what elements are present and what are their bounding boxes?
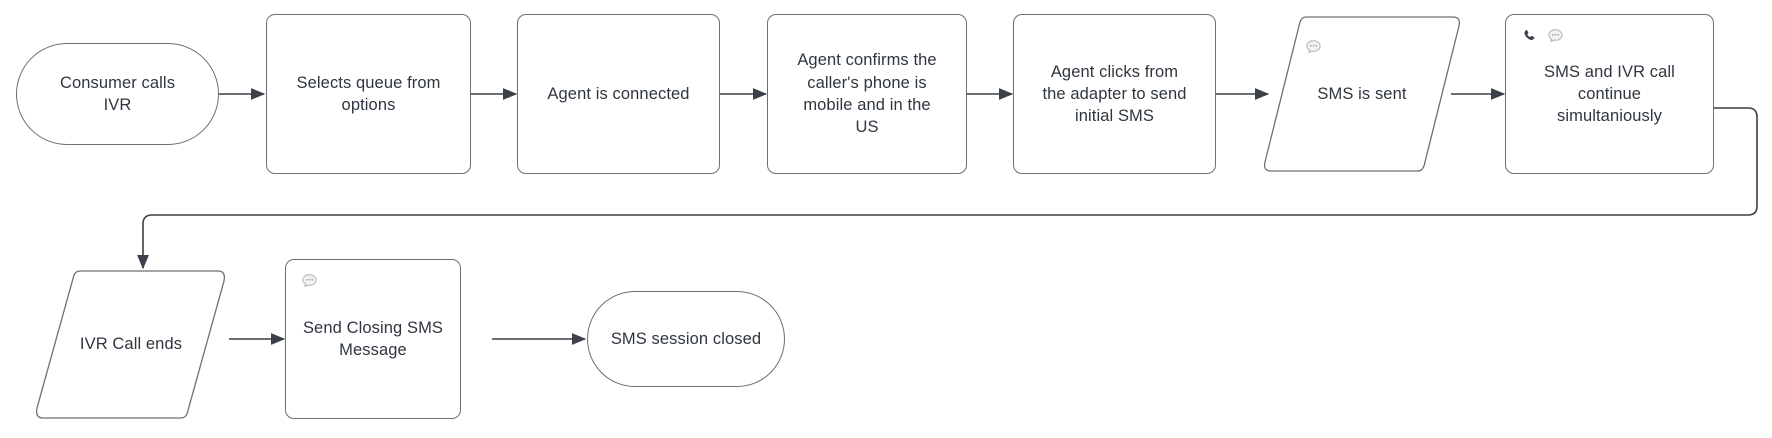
node-sms-session-closed[interactable]: SMS session closed	[587, 291, 785, 387]
node-sms-is-sent[interactable]: SMS is sent	[1262, 14, 1462, 174]
node-label: Consumer calls IVR	[59, 73, 176, 114]
node-label: Selects queue from options	[296, 73, 441, 114]
node-label: SMS is sent	[1317, 84, 1407, 103]
node-send-closing-sms[interactable]: Send Closing SMS Message	[285, 259, 461, 419]
node-label: Send Closing SMS Message	[302, 318, 444, 359]
node-label: SMS and IVR call continue simultaniously	[1544, 62, 1675, 126]
parallelogram-shape	[1262, 14, 1462, 174]
node-icons	[300, 272, 319, 291]
sms-bubble-icon	[302, 274, 317, 288]
node-label: Agent is connected	[547, 84, 690, 103]
node-ivr-call-ends[interactable]: IVR Call ends	[33, 268, 229, 421]
node-agent-confirms-phone[interactable]: Agent confirms the caller's phone is mob…	[767, 14, 967, 174]
parallelogram-shape	[33, 268, 229, 421]
node-agent-clicks-adapter[interactable]: Agent clicks from the adapter to send in…	[1013, 14, 1216, 174]
node-icons	[1304, 38, 1323, 57]
node-label: IVR Call ends	[79, 335, 183, 354]
sms-bubble-icon	[1306, 40, 1321, 54]
node-sms-and-ivr-continue[interactable]: SMS and IVR call continue simultaniously	[1505, 14, 1714, 174]
sms-bubble-icon	[1548, 29, 1563, 43]
node-icons	[1520, 27, 1565, 46]
node-agent-connected[interactable]: Agent is connected	[517, 14, 720, 174]
phone-icon	[1524, 30, 1535, 40]
node-label: SMS session closed	[610, 329, 762, 348]
node-label: Agent clicks from the adapter to send in…	[1042, 62, 1187, 126]
node-label: Agent confirms the caller's phone is mob…	[797, 51, 937, 137]
node-consumer-calls-ivr[interactable]: Consumer calls IVR	[16, 43, 219, 145]
node-selects-queue[interactable]: Selects queue from options	[266, 14, 471, 174]
